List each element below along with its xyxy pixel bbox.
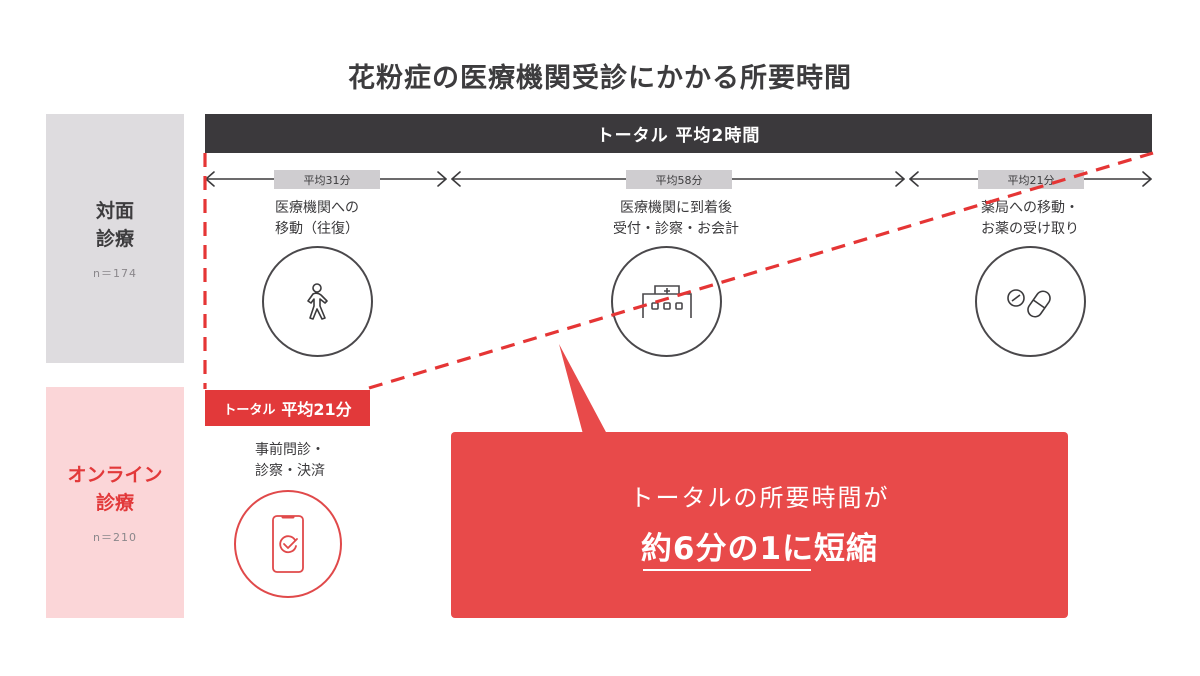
segment-3-description: 薬局への移動・ お薬の受け取り [940, 198, 1120, 240]
online-step-line1: 事前問診・ [255, 442, 325, 458]
pills-icon [975, 246, 1086, 357]
segment-1-duration: 平均31分 [274, 170, 380, 189]
in-person-label-panel: 対面 診療 n＝174 [46, 114, 184, 363]
segment-1-description: 医療機関への 移動（往復） [227, 198, 407, 240]
walking-person-icon [262, 246, 373, 357]
online-label-line2: 診療 [95, 491, 134, 514]
hospital-building-icon [611, 246, 722, 357]
online-step-description: 事前問診・ 診察・決済 [200, 440, 380, 482]
online-total-prefix: トータル [223, 402, 276, 418]
in-person-sample-size: n＝174 [93, 266, 137, 280]
segment-2-line1: 医療機関に到着後 [620, 200, 732, 216]
segment-2-duration: 平均58分 [626, 170, 732, 189]
smartphone-check-icon [234, 490, 342, 598]
in-person-label-line1: 対面 [95, 199, 134, 222]
summary-callout: トータルの所要時間が 約6分の1に短縮 [451, 432, 1068, 618]
segment-3-line1: 薬局への移動・ [981, 200, 1079, 216]
segment-1-line2: 移動（往復） [275, 221, 359, 237]
segment-2-line2: 受付・診察・お会計 [613, 221, 739, 237]
callout-line2: 約6分の1に短縮 [640, 523, 879, 571]
online-step-line2: 診察・決済 [255, 463, 325, 479]
callout-line1: トータルの所要時間が [629, 484, 890, 512]
segment-1-line1: 医療機関への [275, 200, 359, 216]
callout-underline [642, 569, 811, 571]
segment-3-duration: 平均21分 [978, 170, 1084, 189]
page-title: 花粉症の医療機関受診にかかる所要時間 [348, 63, 852, 94]
online-label-panel: オンライン 診療 n＝210 [46, 387, 184, 618]
callout-line2-text: 約6分の1に短縮 [640, 531, 879, 567]
online-total-label: トータル 平均21分 [205, 390, 370, 426]
online-total-value: 平均21分 [281, 400, 352, 419]
segment-2-description: 医療機関に到着後 受付・診察・お会計 [566, 198, 786, 240]
in-person-total-bar: トータル 平均2時間 [205, 114, 1152, 153]
online-sample-size: n＝210 [93, 530, 137, 544]
in-person-label-line2: 診療 [95, 227, 134, 250]
online-label-line1: オンライン [67, 463, 163, 486]
segment-3-line2: お薬の受け取り [981, 221, 1079, 237]
